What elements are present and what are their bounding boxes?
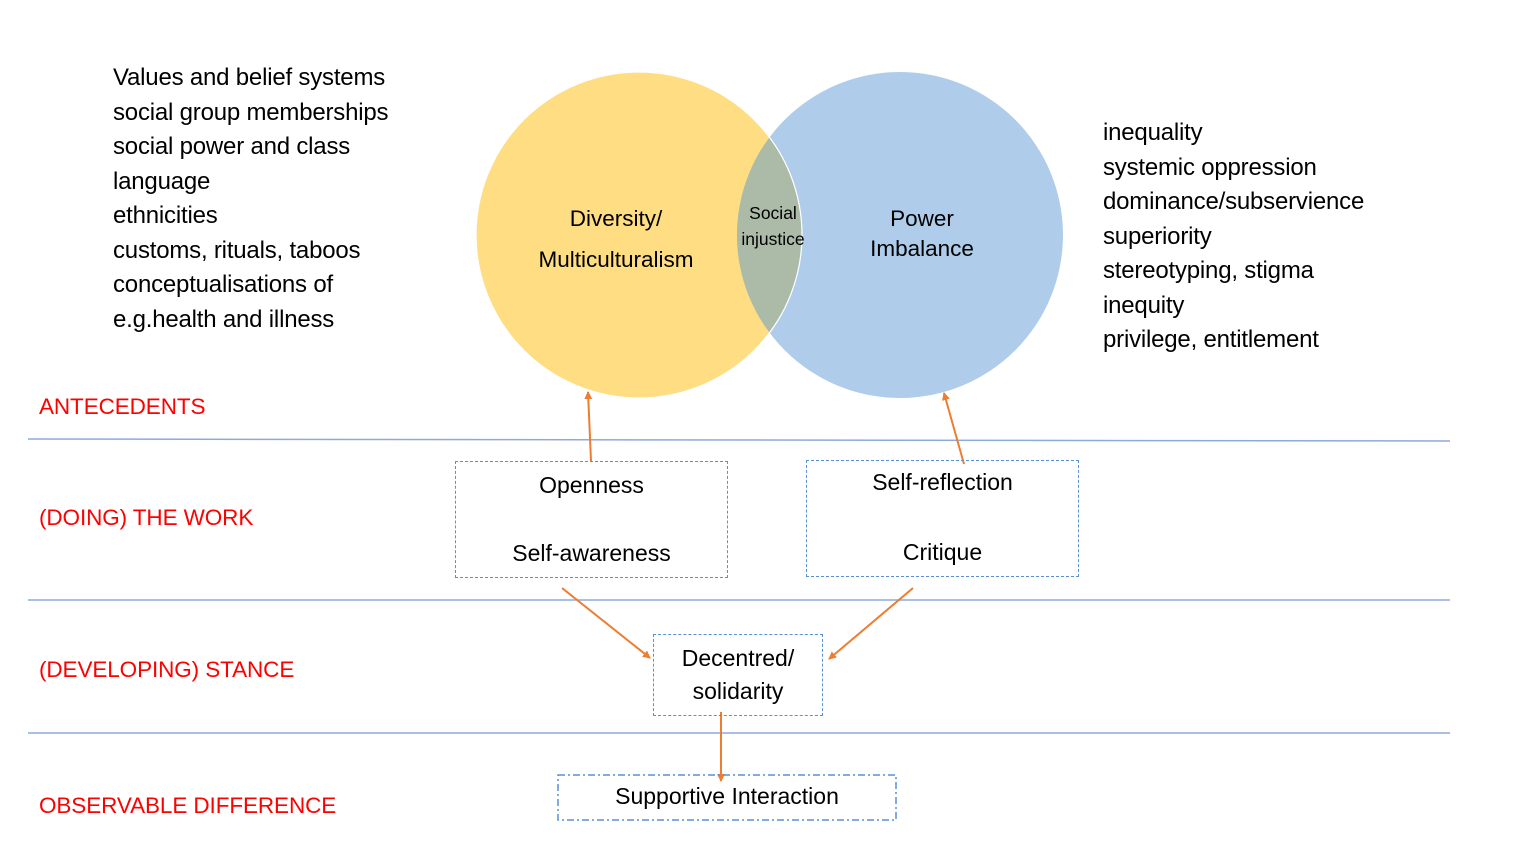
- list-item: social power and class: [113, 133, 351, 160]
- venn-label-social-injustice: Social injustice: [728, 200, 818, 252]
- list-item: e.g.health and illness: [113, 305, 335, 333]
- list-item: social group memberships: [113, 98, 389, 126]
- venn-label-line: Diversity/: [569, 206, 663, 231]
- arrow-openness-to-diversity: [584, 391, 593, 462]
- stage-label-developing-stance: (DEVELOPING) STANCE: [39, 657, 295, 682]
- arrow-work-left-to-stance: [561, 587, 651, 659]
- venn-label-line: Imbalance: [870, 236, 974, 261]
- box-line: Self-reflection: [872, 469, 1013, 495]
- venn-label-line: Social: [749, 203, 797, 223]
- venn-label-line: Power: [890, 206, 954, 231]
- venn-label-power-imbalance: Power Imbalance: [822, 204, 1022, 264]
- arrow-reflection-to-power: [942, 392, 965, 465]
- list-item: inequality: [1103, 119, 1203, 146]
- antecedents-left-list: Values and belief systems social group m…: [113, 61, 389, 337]
- stage-label-observable-difference: OBSERVABLE DIFFERENCE: [39, 793, 337, 818]
- list-item: customs, rituals, taboos: [113, 236, 361, 264]
- box-supportive-interaction: Supportive Interaction: [557, 774, 897, 821]
- venn-label-line: Multiculturalism: [538, 247, 694, 272]
- venn-overlap-outline: [475, 71, 803, 399]
- list-item: systemic oppression: [1103, 153, 1317, 181]
- venn-label-diversity: Diversity/ Multiculturalism: [510, 198, 722, 280]
- box-line: Critique: [902, 539, 983, 565]
- box-line: solidarity: [692, 678, 784, 704]
- stage-label-doing-the-work: (DOING) THE WORK: [39, 505, 254, 530]
- list-item: Values and belief systems: [113, 64, 386, 91]
- box-line: Openness: [539, 472, 644, 498]
- antecedents-right-list: inequality systemic oppression dominance…: [1103, 116, 1364, 358]
- box-line: Decentred/: [681, 645, 795, 671]
- list-item: language: [113, 167, 211, 195]
- outcome-box-border: [557, 774, 897, 821]
- box-openness-self-awareness: Openness Self-awareness: [455, 461, 728, 578]
- box-decentred-solidarity: Decentred/ solidarity: [653, 634, 823, 716]
- list-item: privilege, entitlement: [1103, 326, 1319, 353]
- list-item: ethnicities: [113, 202, 218, 229]
- venn-circle-power: [737, 72, 1063, 398]
- box-self-reflection-critique: Self-reflection Critique: [806, 460, 1079, 577]
- list-item: inequity: [1103, 291, 1185, 319]
- venn-label-line: injustice: [741, 229, 805, 249]
- list-item: conceptualisations of: [113, 271, 333, 298]
- list-item: stereotyping, stigma: [1103, 257, 1314, 284]
- list-item: dominance/subservience: [1103, 188, 1365, 215]
- divider-antecedents: [27, 438, 1451, 442]
- stage-label-antecedents: ANTECEDENTS: [39, 394, 206, 419]
- box-line: Self-awareness: [512, 540, 671, 566]
- list-item: superiority: [1103, 222, 1212, 250]
- box-label: Supportive Interaction: [615, 783, 839, 809]
- venn-circle-diversity: [476, 72, 802, 398]
- arrow-work-right-to-stance: [828, 587, 914, 660]
